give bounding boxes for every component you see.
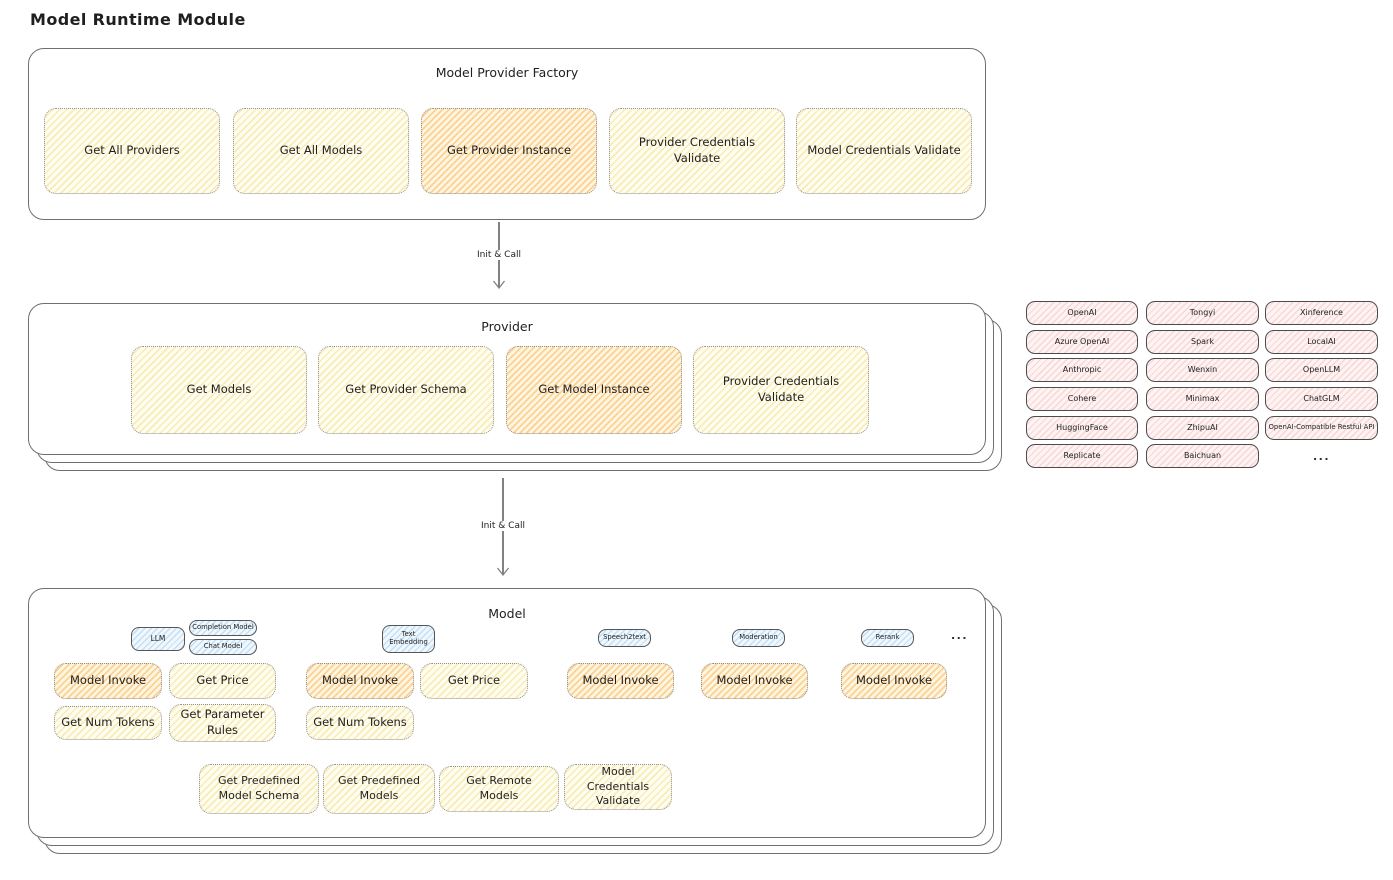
factory-box: Model Provider Factory Get All Providers… <box>28 48 986 220</box>
node-get-predefined-models: Get Predefined Models <box>323 764 435 814</box>
provider-chip-localai: LocalAI <box>1265 330 1378 354</box>
provider-chip-huggingface: HuggingFace <box>1026 416 1138 440</box>
model-types-ellipsis: ... <box>951 629 969 642</box>
provider-chip-azure-openai: Azure OpenAI <box>1026 330 1138 354</box>
provider-title: Provider <box>481 319 533 334</box>
provider-chip-xinference: Xinference <box>1265 301 1378 325</box>
node-get-all-models: Get All Models <box>233 108 409 194</box>
tag-moderation: Moderation <box>732 629 785 647</box>
connector-label-init-call-1: Init & Call <box>472 250 526 260</box>
tag-speech2text: Speech2text <box>598 629 651 647</box>
node-model-invoke-speech2text: Model Invoke <box>567 663 674 699</box>
node-get-provider-instance: Get Provider Instance <box>421 108 597 194</box>
node-get-num-tokens-text-embedding: Get Num Tokens <box>306 706 414 740</box>
node-get-parameter-rules: Get Parameter Rules <box>169 704 276 742</box>
provider-chip-chatglm: ChatGLM <box>1265 387 1378 411</box>
provider-chip-zhipuai: ZhipuAI <box>1146 416 1259 440</box>
node-get-provider-schema: Get Provider Schema <box>318 346 494 434</box>
node-get-price-llm: Get Price <box>169 663 276 699</box>
model-box: Model LLM Completion Model Chat Model Te… <box>28 588 986 838</box>
provider-chip-baichuan: Baichuan <box>1146 444 1259 468</box>
node-get-models: Get Models <box>131 346 307 434</box>
arrowhead-down-icon <box>496 567 510 576</box>
node-provider-credentials-validate-2: Provider Credentials Validate <box>693 346 869 434</box>
node-get-model-instance: Get Model Instance <box>506 346 682 434</box>
provider-chip-spark: Spark <box>1146 330 1259 354</box>
node-model-invoke-moderation: Model Invoke <box>701 663 808 699</box>
provider-chip-openai: OpenAI <box>1026 301 1138 325</box>
node-model-invoke-text-embedding: Model Invoke <box>306 663 414 699</box>
diagram-title: Model Runtime Module <box>30 10 246 29</box>
provider-catalog-ellipsis: ... <box>1313 450 1331 463</box>
connector-label-init-call-2: Init & Call <box>476 521 530 531</box>
tag-chat-model: Chat Model <box>189 639 257 655</box>
node-get-num-tokens-llm: Get Num Tokens <box>54 706 162 740</box>
node-model-invoke-llm: Model Invoke <box>54 663 162 699</box>
provider-chip-replicate: Replicate <box>1026 444 1138 468</box>
tag-rerank: Rerank <box>861 629 914 647</box>
factory-title: Model Provider Factory <box>435 65 579 80</box>
node-get-price-text-embedding: Get Price <box>420 663 528 699</box>
provider-chip-cohere: Cohere <box>1026 387 1138 411</box>
provider-chip-tongyi: Tongyi <box>1146 301 1259 325</box>
provider-box: Provider Get Models Get Provider Schema … <box>28 303 986 455</box>
provider-chip-anthropic: Anthropic <box>1026 358 1138 382</box>
provider-chip-minimax: Minimax <box>1146 387 1259 411</box>
provider-chip-wenxin: Wenxin <box>1146 358 1259 382</box>
tag-completion-model: Completion Model <box>189 620 257 636</box>
node-get-remote-models: Get Remote Models <box>439 766 559 812</box>
node-model-credentials-validate-2: Model Credentials Validate <box>564 764 672 810</box>
node-model-credentials-validate: Model Credentials Validate <box>796 108 972 194</box>
tag-llm: LLM <box>131 627 185 651</box>
node-provider-credentials-validate: Provider Credentials Validate <box>609 108 785 194</box>
model-title: Model <box>488 606 526 621</box>
tag-text-embedding: Text Embedding <box>382 625 435 653</box>
node-get-predefined-model-schema: Get Predefined Model Schema <box>199 764 319 814</box>
node-get-all-providers: Get All Providers <box>44 108 220 194</box>
provider-chip-openai-compatible-restful-api: OpenAI-Compatible Restful API <box>1265 416 1378 440</box>
provider-chip-openllm: OpenLLM <box>1265 358 1378 382</box>
node-model-invoke-rerank: Model Invoke <box>841 663 947 699</box>
arrowhead-down-icon <box>492 280 506 289</box>
